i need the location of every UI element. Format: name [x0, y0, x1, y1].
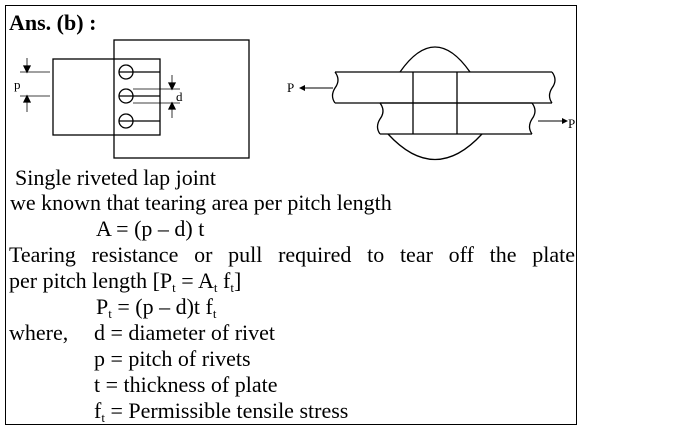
def-p: p = pitch of rivets — [94, 346, 251, 371]
plan-view — [20, 39, 250, 159]
rivet-head-top — [399, 46, 471, 73]
label-P-right: P — [568, 116, 575, 131]
def-t: t = thickness of plate — [94, 372, 278, 397]
answer-frame — [5, 5, 577, 425]
def-f: ft = Permissible tensile stress — [94, 398, 349, 425]
rivet-head-bottom — [387, 133, 483, 161]
answer-heading: Ans. (b) : — [9, 10, 97, 35]
bottom-plate — [52, 58, 161, 136]
text-line-3: per pitch length [Pt = At ft] — [9, 268, 242, 295]
where-label: where, — [9, 320, 69, 345]
text-line-1: we known that tearing area per pitch len… — [10, 190, 392, 215]
formula-area: A = (p – d) t — [96, 216, 205, 241]
label-p: p — [14, 77, 21, 92]
label-d: d — [176, 89, 183, 104]
caption: Single riveted lap joint — [15, 165, 217, 190]
label-P-left: P — [287, 80, 294, 95]
formula-pull: Pt = (p – d)t ft — [96, 294, 217, 321]
text-line-2: Tearing resistance or pull required to t… — [9, 242, 575, 267]
section-view — [299, 46, 568, 161]
def-d: d = diameter of rivet — [94, 320, 276, 345]
